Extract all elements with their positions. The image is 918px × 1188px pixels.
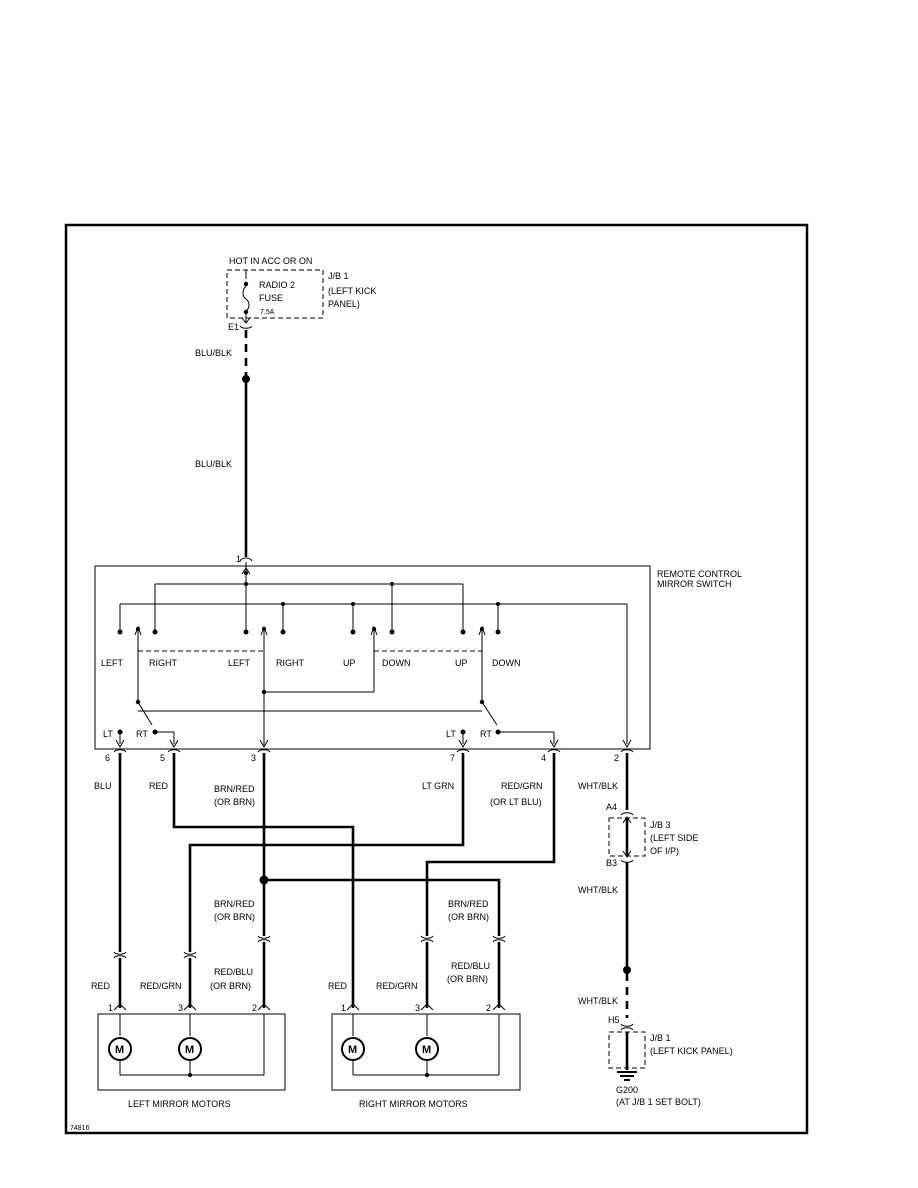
- connector-a4: A4: [606, 802, 617, 812]
- switch-title-2: MIRROR SWITCH: [657, 579, 732, 589]
- switch-lt-1: LT: [103, 729, 113, 739]
- wire-label-wht-blk-3: WHT/BLK: [578, 996, 618, 1006]
- wire-label-brn-red-2: BRN/RED: [214, 899, 255, 909]
- wire-label-l-or-brn: (OR BRN): [210, 981, 251, 991]
- wire-label-brn-red-1: BRN/RED: [214, 784, 255, 794]
- right-mirror-motors-label: RIGHT MIRROR MOTORS: [359, 1099, 468, 1109]
- wire-label-lt-grn: LT GRN: [422, 781, 454, 791]
- jb1-top-label-1: J/B 1: [328, 271, 349, 281]
- wire-label-or-brn-2: (OR BRN): [214, 912, 255, 922]
- wire-label-blu-blk-2: BLU/BLK: [195, 459, 232, 469]
- connector-7: 7: [450, 753, 455, 763]
- wire-label-or-lt-blu: (OR LT BLU): [490, 797, 542, 807]
- fuse-rating: 7.5A: [260, 309, 275, 316]
- fuse-name: RADIO 2: [259, 280, 295, 290]
- ground-name: G200: [616, 1085, 638, 1095]
- switch-up-1: UP: [343, 658, 356, 668]
- wire-label-red: RED: [149, 781, 169, 791]
- connector-h5: H5: [608, 1015, 620, 1025]
- switch-up-2: UP: [455, 658, 468, 668]
- left-motor-pin-3: 3: [178, 1003, 183, 1013]
- connector-e1: E1: [228, 322, 239, 332]
- wire-label-blu-blk-1: BLU/BLK: [195, 348, 232, 358]
- wire-label-brn-red-3: BRN/RED: [448, 899, 489, 909]
- switch-lt-2: LT: [446, 729, 456, 739]
- switch-left-1: LEFT: [101, 658, 124, 668]
- jb1-top-box: [226, 269, 324, 319]
- jb3-label-1: J/B 3: [650, 820, 671, 830]
- jb1-bottom-label-1: J/B 1: [650, 1033, 671, 1043]
- diagram-frame: [64, 223, 809, 1135]
- mirror-switch-box: [94, 565, 651, 750]
- wire-label-or-brn-1: (OR BRN): [214, 797, 255, 807]
- connector-3: 3: [251, 753, 256, 763]
- wire-label-r-red: RED: [328, 981, 348, 991]
- right-motor-pin-2: 2: [486, 1003, 491, 1013]
- wire-label-l-red: RED: [91, 981, 111, 991]
- connector-6: 6: [105, 753, 110, 763]
- wire-label-l-red-grn: RED/GRN: [140, 981, 182, 991]
- wire-label-wht-blk-2: WHT/BLK: [578, 885, 618, 895]
- right-motor-pin-3: 3: [415, 1003, 420, 1013]
- connector-5: 5: [160, 753, 165, 763]
- wire-label-l-red-blu: RED/BLU: [214, 967, 253, 977]
- jb3-label-3: OF I/P): [650, 846, 679, 856]
- left-motor-pin-2: 2: [252, 1003, 257, 1013]
- switch-rt-1: RT: [136, 729, 148, 739]
- ground-location: (AT J/B 1 SET BOLT): [616, 1097, 701, 1107]
- left-motor-2-symbol: M: [185, 1044, 194, 1056]
- right-motor-1-symbol: M: [348, 1044, 357, 1056]
- wire-label-blu: BLU: [94, 781, 112, 791]
- power-label: HOT IN ACC OR ON: [229, 256, 312, 266]
- switch-right-1: RIGHT: [149, 658, 178, 668]
- switch-rt-2: RT: [480, 729, 492, 739]
- wire-label-r-red-grn: RED/GRN: [376, 981, 418, 991]
- right-motor-2-symbol: M: [422, 1044, 431, 1056]
- left-mirror-motors-box: [97, 1013, 286, 1091]
- connector-1: 1: [236, 554, 241, 564]
- fuse-type: FUSE: [259, 293, 283, 303]
- switch-down-2: DOWN: [492, 658, 521, 668]
- switch-right-2: RIGHT: [276, 658, 305, 668]
- right-motor-pin-1: 1: [341, 1003, 346, 1013]
- right-mirror-motors-box: [331, 1013, 521, 1091]
- jb1-top-label-2: (LEFT KICK: [328, 286, 376, 296]
- connector-b3: B3: [606, 858, 617, 868]
- wire-label-r-red-blu: RED/BLU: [451, 961, 490, 971]
- switch-down-1: DOWN: [382, 658, 411, 668]
- wire-label-wht-blk-1: WHT/BLK: [578, 781, 618, 791]
- wire-label-red-grn: RED/GRN: [501, 781, 543, 791]
- ground-symbol: [617, 1071, 637, 1081]
- left-motor-pin-1: 1: [108, 1003, 113, 1013]
- jb3-label-2: (LEFT SIDE: [650, 833, 698, 843]
- wire-label-or-brn-3: (OR BRN): [448, 912, 489, 922]
- switch-title-1: REMOTE CONTROL: [657, 569, 742, 579]
- left-mirror-motors-label: LEFT MIRROR MOTORS: [128, 1099, 231, 1109]
- figure-id: 74816: [70, 1125, 90, 1132]
- connector-2: 2: [614, 753, 619, 763]
- switch-left-2: LEFT: [228, 658, 251, 668]
- fuse-symbol: [242, 285, 250, 312]
- jb1-bottom-label-2: (LEFT KICK PANEL): [650, 1046, 733, 1056]
- left-motor-1-symbol: M: [115, 1044, 124, 1056]
- wire-label-r-or-brn: (OR BRN): [447, 974, 488, 984]
- connector-4: 4: [541, 753, 546, 763]
- jb1-top-label-3: PANEL): [328, 299, 360, 309]
